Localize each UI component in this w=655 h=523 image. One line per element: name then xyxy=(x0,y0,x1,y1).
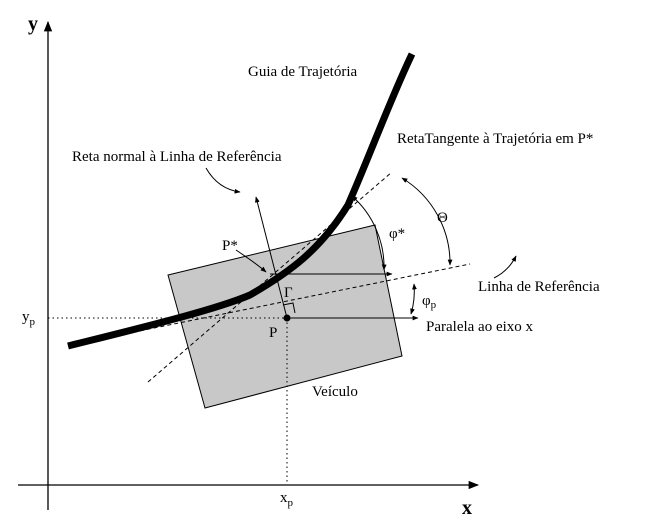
yp-label: yp xyxy=(22,309,36,328)
point-p xyxy=(283,314,291,322)
guide-trajectory-label: Guia de Trajetória xyxy=(248,64,357,80)
reference-line-label: Linha de Referência xyxy=(478,279,600,295)
right-angle-marker xyxy=(282,302,296,314)
parallel-x-label: Paralela ao eixo x xyxy=(426,319,534,335)
phi-p-arc xyxy=(410,283,417,315)
phi-p-label: φp xyxy=(422,293,437,311)
p-star-label: P* xyxy=(222,238,238,254)
theta-label: Θ xyxy=(437,210,448,226)
tangent-line-label: RetaTangente à Trajetória em P* xyxy=(397,131,593,147)
y-axis-label: y xyxy=(28,13,38,35)
x-axis-label: x xyxy=(462,497,472,519)
reference-callout-arrow xyxy=(493,255,517,279)
tangent-line xyxy=(147,171,393,383)
gamma-label: Γ xyxy=(284,285,293,301)
phi-star-arc xyxy=(351,195,387,271)
normal-line xyxy=(255,196,288,319)
pstar-callout-arrow xyxy=(235,249,267,273)
theta-arc xyxy=(401,177,453,266)
point-p-label: P xyxy=(269,325,277,341)
phi-star-label: φ* xyxy=(389,226,405,242)
normal-line-label: Reta normal à Linha de Referência xyxy=(72,149,282,165)
guide-trajectory-curve xyxy=(67,52,416,350)
xp-label: xp xyxy=(280,490,294,509)
vehicle-label: Veículo xyxy=(312,384,358,400)
normal-callout-arrow xyxy=(205,167,241,194)
